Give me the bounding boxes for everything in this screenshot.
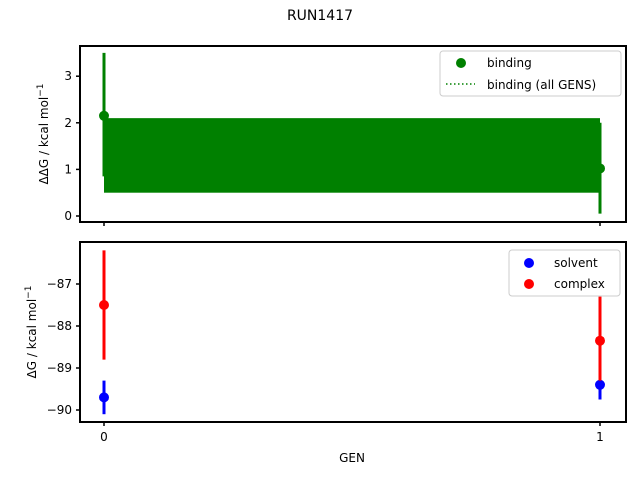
complex-data-point xyxy=(595,335,605,346)
top-x-ticks xyxy=(103,222,601,226)
solvent-data-point xyxy=(595,379,605,390)
legend-label-complex: complex xyxy=(554,277,605,291)
top-axes-frame xyxy=(79,45,627,223)
legend-label-solvent: solvent xyxy=(554,256,598,270)
x-axis-label: GEN xyxy=(339,451,365,465)
top-panel: 0 1 2 3 ΔΔG / kcal mol−1 binding binding (a… xyxy=(36,45,627,226)
figure-title: RUN1417 xyxy=(286,8,354,24)
top-legend-box xyxy=(439,50,622,97)
binding-legend-marker-icon xyxy=(456,58,466,68)
bottom-y-axis-label: ΔG / kcal mol−1 xyxy=(24,286,39,379)
y-tick-label: −89 xyxy=(47,361,72,375)
binding-data-point xyxy=(595,163,605,174)
bottom-legend-box xyxy=(508,249,621,297)
bottom-y-ticks: −87 −88 −89 −90 xyxy=(47,277,80,417)
binding-data-point xyxy=(99,110,109,121)
complex-legend-marker-icon xyxy=(524,279,534,289)
bottom-plot-area xyxy=(99,250,605,415)
y-tick-label: 3 xyxy=(64,69,72,83)
y-tick-label: 1 xyxy=(64,162,72,176)
legend-label-binding: binding xyxy=(487,56,532,70)
solvent-data-point xyxy=(99,392,109,403)
complex-data-point xyxy=(99,300,109,310)
y-tick-label: −87 xyxy=(47,277,72,291)
top-y-ticks: 0 1 2 3 xyxy=(64,69,80,223)
y-tick-label: 2 xyxy=(64,116,72,130)
bottom-legend: solvent complex xyxy=(508,249,621,297)
y-tick-label: 0 xyxy=(64,209,72,223)
solvent-legend-marker-icon xyxy=(524,258,534,268)
top-legend: binding binding (all GENS) xyxy=(439,50,622,97)
binding-all-gens-band xyxy=(104,118,600,193)
top-y-axis-label: ΔΔG / kcal mol−1 xyxy=(36,83,51,184)
x-tick-label: 0 xyxy=(100,430,108,444)
x-tick-label: 1 xyxy=(596,430,604,444)
bottom-axes-frame xyxy=(79,241,627,423)
y-tick-label: −90 xyxy=(47,403,72,417)
top-plot-area xyxy=(99,52,605,214)
legend-label-binding-all-gens: binding (all GENS) xyxy=(487,78,596,92)
y-tick-label: −88 xyxy=(47,319,72,333)
